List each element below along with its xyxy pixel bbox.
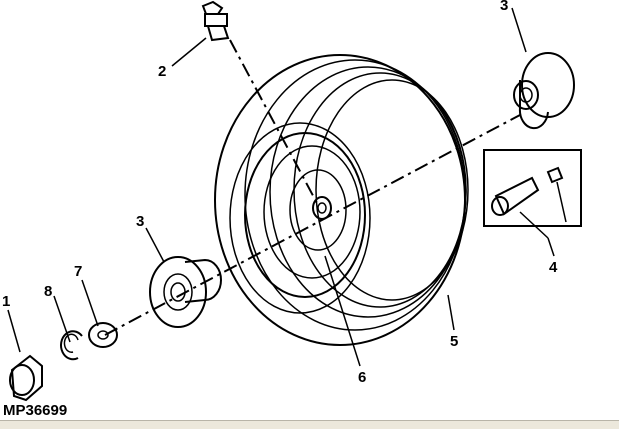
wheel-rim — [244, 132, 366, 298]
valve-stem-centerline — [229, 39, 319, 206]
callout-2: 2 — [158, 63, 166, 80]
grease-fitting-inset — [483, 149, 582, 239]
callout-3-left: 3 — [136, 213, 144, 230]
callout-5: 5 — [450, 333, 458, 350]
flange-bearing-left — [149, 256, 222, 328]
callout-1: 1 — [2, 293, 10, 310]
flange-bearing-right — [513, 52, 575, 130]
valve-stem — [201, 0, 230, 42]
callout-4: 4 — [549, 259, 558, 276]
callout-6: 6 — [358, 369, 366, 386]
leader-lines — [7, 7, 555, 367]
callout-8: 8 — [44, 283, 52, 300]
washer — [88, 322, 118, 348]
retaining-ring — [60, 330, 83, 361]
callout-7: 7 — [74, 263, 82, 280]
callout-3-top: 3 — [500, 0, 508, 14]
window-bottom-strip — [0, 420, 619, 429]
axle-centerline — [104, 114, 521, 336]
tire — [214, 54, 469, 346]
figure-id-label: MP36699 — [3, 402, 68, 419]
hub-cap — [9, 354, 43, 402]
